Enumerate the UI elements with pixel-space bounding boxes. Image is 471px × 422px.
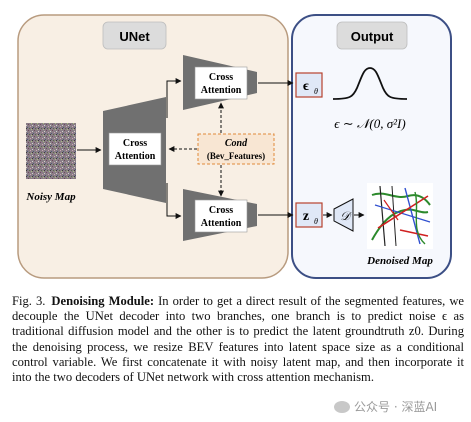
watermark: 公众号 · 深蓝AI	[334, 398, 437, 415]
figure-caption-text: In order to get a direct result of the s…	[12, 294, 465, 385]
noise-formula: ϵ ∼ 𝒩(0, σ²I)	[334, 116, 405, 131]
decoder-bottom-label-line2: Attention	[201, 218, 242, 229]
z-theta-subscript: θ	[314, 217, 318, 226]
decoder-bottom-label-box	[194, 199, 248, 233]
eps-theta-subscript: θ	[314, 87, 318, 96]
denoised-map-label: Denoised Map	[366, 255, 433, 267]
noisy-map-label: Noisy Map	[25, 191, 76, 203]
denoised-map-image	[367, 183, 433, 249]
encoder-label-box	[108, 132, 162, 166]
decoder-top-label-line2: Attention	[201, 85, 242, 96]
unet-header	[102, 21, 167, 50]
unet-label: UNet	[119, 29, 150, 44]
cond-title: Cond	[225, 138, 248, 149]
figure-label: Fig. 3.	[12, 294, 46, 308]
gaussian-curve-icon	[332, 67, 408, 100]
wechat-icon	[334, 400, 350, 413]
z-theta-symbol: z	[303, 209, 309, 224]
figure-title: Denoising Module:	[51, 294, 155, 308]
latent-decoder-symbol: 𝒟	[340, 209, 352, 223]
output-label: Output	[351, 29, 394, 44]
encoder-to-top-decoder-arrow	[166, 78, 182, 118]
noisy-map-image	[26, 123, 76, 179]
cond-box	[197, 133, 275, 165]
decoder-bottom-label-line1: Cross	[209, 205, 233, 216]
decoder-top-label-line1: Cross	[209, 72, 233, 83]
encoder-label-line2: Attention	[115, 151, 156, 162]
encoder-label-line1: Cross	[123, 138, 147, 149]
z-theta-box	[295, 202, 323, 228]
figure-caption: Fig. 3. Denoising Module:In order to get …	[12, 294, 464, 385]
cond-subtitle: (Bev_Features)	[207, 151, 265, 161]
output-header	[336, 21, 408, 50]
latent-decoder-block	[333, 198, 354, 232]
eps-theta-symbol: ϵ	[303, 79, 309, 94]
eps-theta-box	[295, 72, 323, 98]
denoising-module-diagram: UNet Output Noisy Map Cross Attention Cr…	[17, 14, 452, 279]
watermark-text: 公众号 · 深蓝AI	[354, 400, 438, 414]
encoder-to-bottom-decoder-arrow	[166, 183, 182, 219]
decoder-top-label-box	[194, 66, 248, 100]
